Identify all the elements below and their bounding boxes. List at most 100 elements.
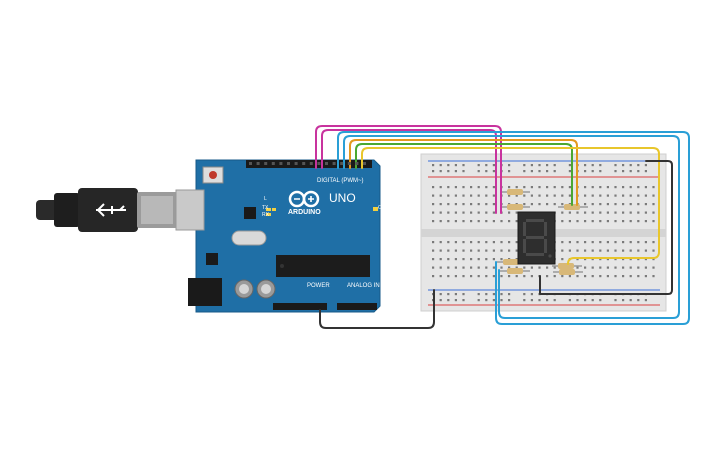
breadboard-hole[interactable]: [629, 258, 632, 261]
breadboard-hole[interactable]: [462, 266, 465, 269]
breadboard-hole[interactable]: [591, 299, 594, 302]
breadboard-hole[interactable]: [454, 211, 457, 214]
breadboard-hole[interactable]: [500, 266, 503, 269]
breadboard-hole[interactable]: [584, 164, 587, 167]
breadboard-hole[interactable]: [622, 258, 625, 261]
header-pin[interactable]: [279, 162, 283, 165]
breadboard-hole[interactable]: [508, 211, 511, 214]
breadboard-hole[interactable]: [561, 241, 564, 244]
breadboard-hole[interactable]: [637, 164, 640, 167]
breadboard-hole[interactable]: [538, 203, 541, 206]
breadboard-hole[interactable]: [508, 164, 511, 167]
breadboard-hole[interactable]: [439, 299, 442, 302]
breadboard-hole[interactable]: [470, 203, 473, 206]
breadboard-hole[interactable]: [485, 194, 488, 197]
breadboard-hole[interactable]: [523, 164, 526, 167]
breadboard-hole[interactable]: [622, 299, 625, 302]
breadboard-hole[interactable]: [492, 194, 495, 197]
breadboard-hole[interactable]: [500, 293, 503, 296]
header-pin[interactable]: [317, 162, 321, 165]
breadboard-hole[interactable]: [637, 249, 640, 252]
breadboard-hole[interactable]: [644, 266, 647, 269]
breadboard-hole[interactable]: [439, 258, 442, 261]
breadboard-hole[interactable]: [523, 194, 526, 197]
breadboard-hole[interactable]: [644, 203, 647, 206]
wire-cyan[interactable]: [343, 135, 680, 319]
breadboard-hole[interactable]: [477, 203, 480, 206]
breadboard-hole[interactable]: [622, 194, 625, 197]
breadboard-hole[interactable]: [447, 241, 450, 244]
breadboard-hole[interactable]: [477, 258, 480, 261]
breadboard-hole[interactable]: [439, 220, 442, 223]
header-pin[interactable]: [271, 162, 275, 165]
breadboard-hole[interactable]: [614, 186, 617, 189]
breadboard-hole[interactable]: [629, 275, 632, 278]
breadboard-hole[interactable]: [606, 275, 609, 278]
breadboard-hole[interactable]: [470, 258, 473, 261]
breadboard-hole[interactable]: [584, 299, 587, 302]
header-pin[interactable]: [325, 162, 328, 165]
breadboard-hole[interactable]: [477, 266, 480, 269]
breadboard-hole[interactable]: [439, 293, 442, 296]
breadboard-hole[interactable]: [599, 211, 602, 214]
breadboard-hole[interactable]: [652, 220, 655, 223]
breadboard-hole[interactable]: [530, 194, 533, 197]
breadboard-hole[interactable]: [485, 299, 488, 302]
breadboard-hole[interactable]: [485, 249, 488, 252]
breadboard-hole[interactable]: [447, 275, 450, 278]
breadboard-hole[interactable]: [470, 275, 473, 278]
resistor[interactable]: [500, 204, 530, 210]
breadboard-hole[interactable]: [439, 266, 442, 269]
breadboard-hole[interactable]: [515, 211, 518, 214]
breadboard-hole[interactable]: [606, 203, 609, 206]
breadboard-hole[interactable]: [546, 266, 549, 269]
breadboard-hole[interactable]: [614, 220, 617, 223]
breadboard-hole[interactable]: [432, 275, 435, 278]
breadboard-hole[interactable]: [576, 275, 579, 278]
breadboard-hole[interactable]: [492, 186, 495, 189]
breadboard-hole[interactable]: [614, 275, 617, 278]
breadboard-hole[interactable]: [462, 249, 465, 252]
breadboard-hole[interactable]: [606, 211, 609, 214]
breadboard-hole[interactable]: [644, 186, 647, 189]
breadboard-hole[interactable]: [447, 249, 450, 252]
breadboard-hole[interactable]: [622, 164, 625, 167]
breadboard-hole[interactable]: [515, 249, 518, 252]
header-pin[interactable]: [287, 162, 290, 165]
breadboard-hole[interactable]: [508, 220, 511, 223]
breadboard-hole[interactable]: [629, 186, 632, 189]
breadboard-hole[interactable]: [508, 249, 511, 252]
breadboard-hole[interactable]: [561, 275, 564, 278]
breadboard-hole[interactable]: [470, 194, 473, 197]
breadboard-hole[interactable]: [553, 299, 556, 302]
breadboard-hole[interactable]: [599, 203, 602, 206]
breadboard-hole[interactable]: [538, 164, 541, 167]
breadboard-hole[interactable]: [470, 220, 473, 223]
breadboard-hole[interactable]: [530, 170, 533, 173]
breadboard-hole[interactable]: [462, 299, 465, 302]
breadboard-hole[interactable]: [454, 186, 457, 189]
breadboard-hole[interactable]: [508, 299, 511, 302]
arduino-uno-board[interactable]: [175, 159, 381, 313]
breadboard-hole[interactable]: [591, 249, 594, 252]
breadboard-hole[interactable]: [629, 203, 632, 206]
breadboard-hole[interactable]: [515, 194, 518, 197]
header-pin[interactable]: [355, 162, 359, 165]
breadboard-hole[interactable]: [432, 241, 435, 244]
breadboard-hole[interactable]: [439, 186, 442, 189]
breadboard-hole[interactable]: [462, 170, 465, 173]
breadboard-hole[interactable]: [447, 299, 450, 302]
breadboard-hole[interactable]: [538, 186, 541, 189]
breadboard-hole[interactable]: [599, 275, 602, 278]
breadboard-hole[interactable]: [530, 203, 533, 206]
breadboard-hole[interactable]: [606, 186, 609, 189]
breadboard-hole[interactable]: [561, 220, 564, 223]
breadboard-hole[interactable]: [492, 241, 495, 244]
breadboard-hole[interactable]: [606, 266, 609, 269]
breadboard-hole[interactable]: [447, 293, 450, 296]
breadboard-hole[interactable]: [485, 275, 488, 278]
breadboard-hole[interactable]: [622, 275, 625, 278]
breadboard-hole[interactable]: [576, 211, 579, 214]
breadboard-hole[interactable]: [485, 220, 488, 223]
breadboard-hole[interactable]: [477, 293, 480, 296]
